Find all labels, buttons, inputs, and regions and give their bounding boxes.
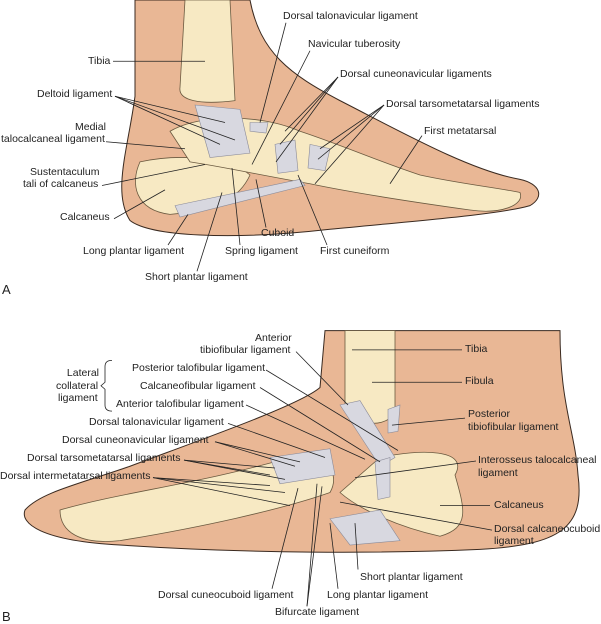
midfoot-bones-a (170, 118, 521, 211)
label-medial-talocalcaneal-2: talocalcaneal ligament (1, 133, 105, 145)
label-posterior-talofibular: Posterior talofibular ligament (132, 362, 266, 374)
label-lateral-collateral-2: collateral (56, 380, 99, 392)
label-interosseus-1: Interosseus talocalcaneal (478, 454, 597, 466)
ligament-bands-b (270, 401, 400, 545)
medial-foot-illustration (122, 0, 539, 236)
label-dorsal-tarsometatarsal-b: Dorsal tarsometatarsal ligaments (27, 452, 181, 464)
label-sustentaculum-2: tali of calcaneus (23, 178, 99, 190)
label-calcaneus-b: Calcaneus (494, 499, 544, 511)
label-calcaneus-a: Calcaneus (60, 211, 110, 223)
label-anterior-talofibular: Anterior talofibular ligament (116, 398, 244, 410)
label-short-plantar-a: Short plantar ligament (145, 271, 248, 283)
label-medial-talocalcaneal-1: Medial (75, 121, 106, 133)
leader-lines-a (102, 23, 422, 272)
panel-letter-a: A (2, 282, 11, 297)
label-posterior-tibiofibular-2: tibiofibular ligament (468, 421, 559, 433)
label-interosseus-2: ligament (478, 467, 518, 479)
label-cuboid: Cuboid (261, 227, 295, 239)
label-first-cuneiform: First cuneiform (320, 245, 390, 257)
label-dorsal-tarsometatarsal-a: Dorsal tarsometatarsal ligaments (386, 98, 540, 110)
label-spring: Spring ligament (225, 245, 298, 257)
label-sustentaculum-1: Sustentaculum (30, 166, 100, 178)
leader-lines-b (101, 350, 492, 606)
label-calcaneofibular: Calcaneofibular ligament (140, 380, 256, 392)
panel-letter-b: B (2, 609, 11, 624)
label-first-metatarsal: First metatarsal (424, 125, 497, 137)
label-dorsal-cuneocuboid: Dorsal cuneocuboid ligament (158, 589, 294, 601)
label-long-plantar-b: Long plantar ligament (327, 589, 428, 601)
label-deltoid: Deltoid ligament (37, 88, 113, 100)
label-tibia-b: Tibia (465, 343, 488, 355)
label-fibula: Fibula (465, 375, 494, 387)
lateral-collateral-brace (101, 360, 112, 411)
label-lateral-collateral-1: Lateral (66, 367, 99, 379)
label-anterior-tibiofibular-1: Anterior (255, 332, 292, 344)
label-short-plantar-b: Short plantar ligament (360, 571, 463, 583)
label-dorsal-cuneonavicular-a: Dorsal cuneonavicular ligaments (340, 68, 492, 80)
label-dorsal-cuneonavicular-b: Dorsal cuneonavicular ligament (62, 434, 209, 446)
lateral-foot-illustration (24, 331, 579, 553)
label-dorsal-talonavicular-a: Dorsal talonavicular ligament (283, 10, 418, 22)
tibia-bone-a (180, 0, 235, 102)
label-dorsal-intermetatarsal: Dorsal intermetatarsal ligaments (0, 470, 151, 482)
label-navicular-tuberosity: Navicular tuberosity (308, 38, 401, 50)
ligament-bands-a (175, 105, 330, 217)
label-bifurcate: Bifurcate ligament (275, 606, 360, 618)
label-anterior-tibiofibular-2: tibiofibular ligament (200, 344, 291, 356)
label-dorsal-calcaneocuboid-2: ligament (494, 535, 534, 547)
label-dorsal-talonavicular-b: Dorsal talonavicular ligament (89, 416, 224, 428)
label-long-plantar-a: Long plantar ligament (83, 245, 184, 257)
label-dorsal-calcaneocuboid-1: Dorsal calcaneocuboid (494, 523, 601, 535)
label-posterior-tibiofibular-1: Posterior (468, 408, 511, 420)
label-lateral-collateral-3: ligament (58, 392, 98, 404)
label-tibia-a: Tibia (88, 55, 111, 67)
